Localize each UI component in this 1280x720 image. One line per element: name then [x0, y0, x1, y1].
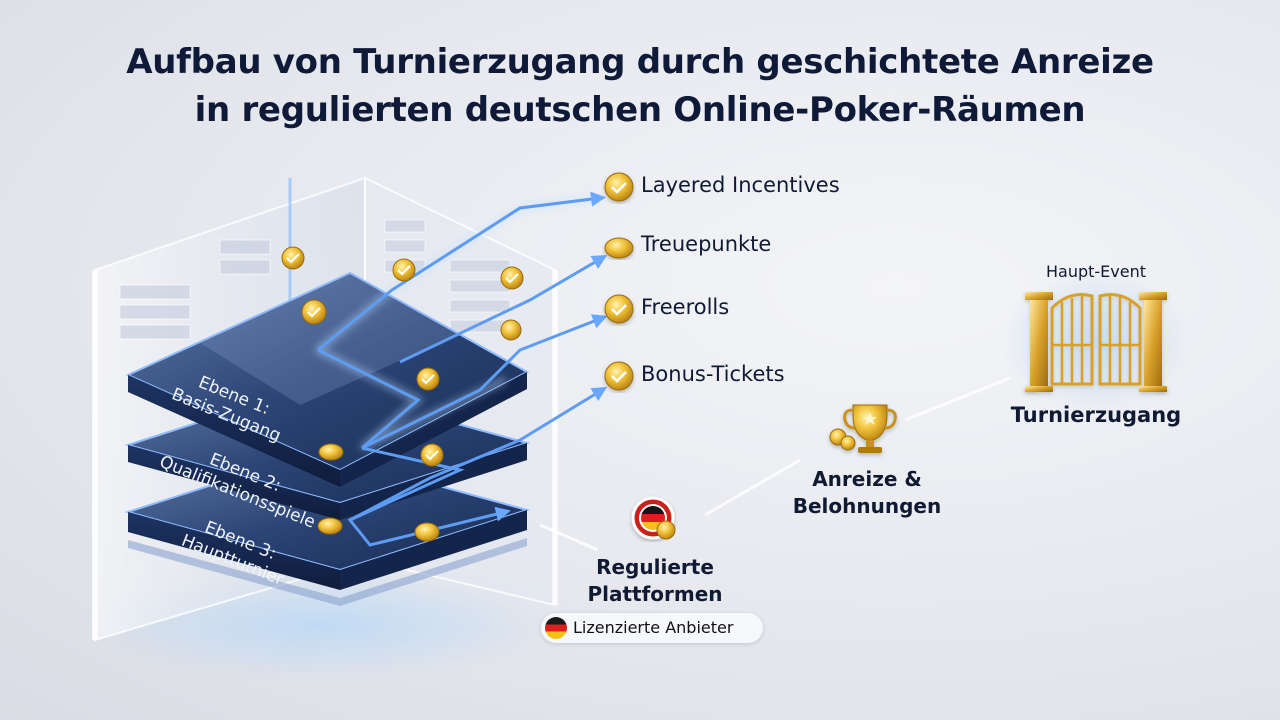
platforms-line-2: Plattformen — [587, 582, 723, 606]
coin-icon — [392, 258, 416, 282]
title-line-1: Aufbau von Turnierzugang durch geschicht… — [126, 42, 1154, 82]
coin-icon — [281, 246, 305, 270]
title-line-2: in regulierten deutschen Online-Poker-Rä… — [194, 90, 1086, 130]
coin-icon — [301, 299, 327, 325]
check-coin-icon — [604, 361, 634, 391]
page-title: Aufbau von Turnierzugang durch geschicht… — [0, 38, 1280, 134]
licensed-providers-label: Lizenzierte Anbieter — [573, 618, 734, 637]
coin-icon — [500, 319, 522, 341]
incentive-freerolls: Freerolls — [641, 295, 730, 319]
coin-icon — [500, 266, 524, 290]
incentive-loyalty-points: Treuepunkte — [641, 232, 772, 256]
incentive-bonus-tickets: Bonus-Tickets — [641, 362, 785, 386]
rewards-line-2: Belohnungen — [792, 494, 942, 518]
flow-connectors — [539, 376, 1011, 552]
coin-icon — [317, 517, 343, 535]
platforms-line-1: Regulierte — [596, 555, 714, 579]
coin-icon — [416, 367, 440, 391]
coin-icon — [420, 443, 444, 467]
german-flag-chip-icon — [631, 496, 676, 540]
incentive-layered: Layered Incentives — [641, 173, 840, 197]
licensed-providers-badge: Lizenzierte Anbieter — [541, 613, 763, 643]
tournament-access-label: Turnierzugang — [1010, 403, 1182, 427]
coin-icon — [604, 237, 634, 259]
rewards-line-1: Anreize & — [812, 467, 922, 491]
golden-gate-icon — [1001, 270, 1191, 410]
coin-icon — [318, 443, 344, 461]
main-event-caption: Haupt-Event — [1045, 262, 1146, 281]
german-flag-icon — [545, 617, 567, 639]
trophy-icon — [829, 404, 897, 453]
check-coin-icon — [604, 172, 634, 202]
coin-icon — [414, 522, 440, 542]
platforms-node-label: Regulierte Plattformen — [570, 554, 740, 608]
rewards-node-label: Anreize & Belohnungen — [772, 466, 962, 520]
check-coin-icon — [604, 294, 634, 324]
